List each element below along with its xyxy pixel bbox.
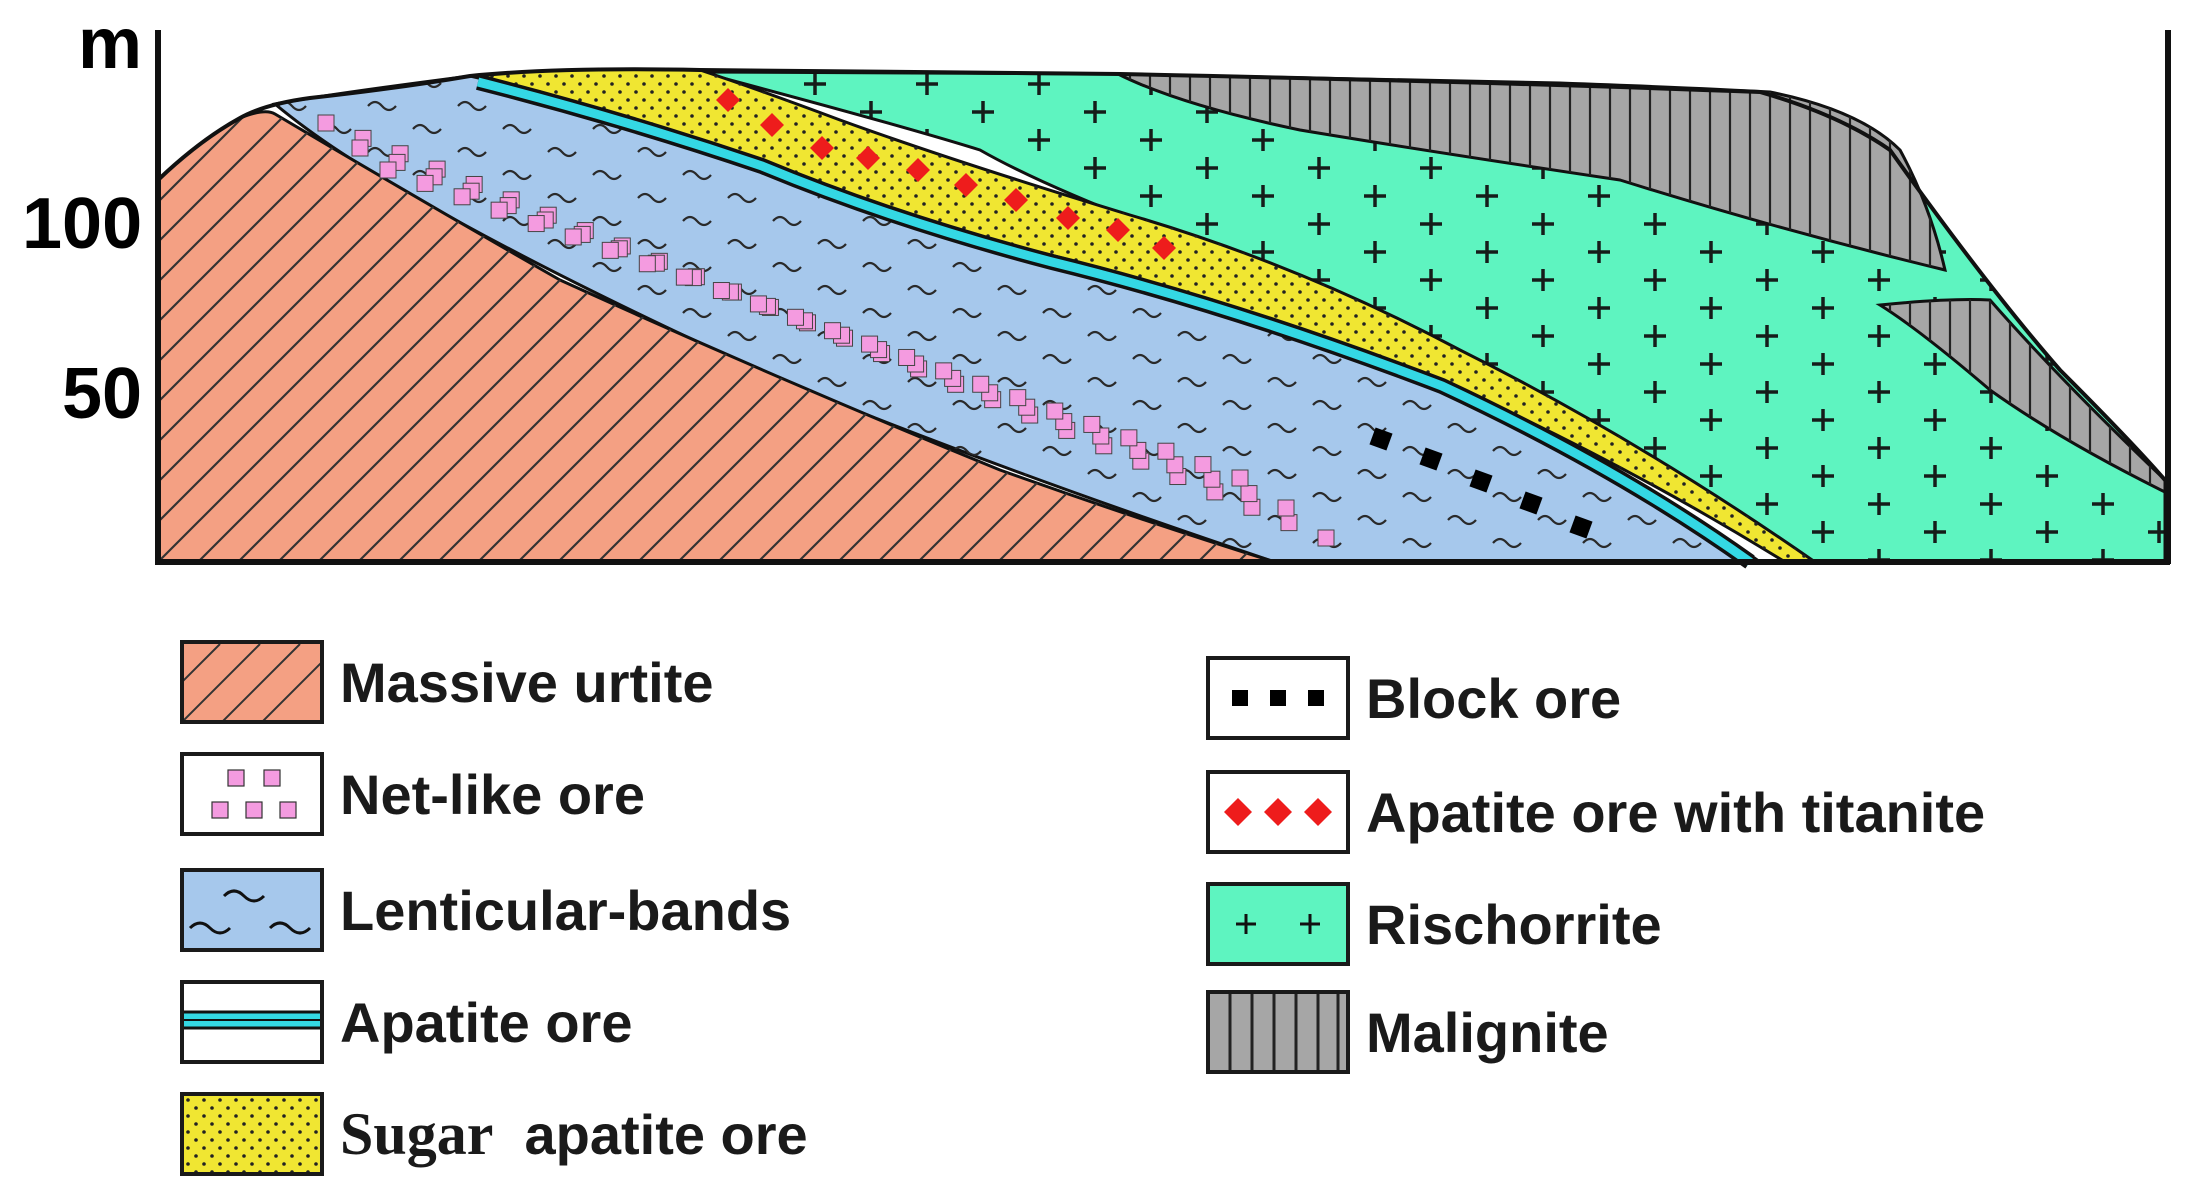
legend-label-sugar-rest: apatite ore — [524, 1102, 808, 1166]
net-like-ore-square — [1203, 470, 1221, 488]
block-ore-square — [1419, 447, 1443, 471]
net-like-ore-square — [416, 174, 434, 192]
net-like-ore-square — [898, 348, 916, 366]
titanite-diamond — [906, 158, 930, 182]
net-like-ore-square — [972, 375, 990, 393]
axis-tick-100: 100 — [22, 184, 143, 264]
malignite-lower-stripes — [1880, 299, 2165, 492]
plus-signs-swatch — [1206, 882, 1350, 966]
titanite-diamond — [760, 113, 784, 137]
legend-sugar-apatite-ore: Sugar apatite ore — [180, 1092, 808, 1176]
net-like-ore-square — [564, 228, 582, 246]
net-like-ore-square — [1046, 402, 1064, 420]
cyan-band-swatch — [180, 980, 324, 1064]
titanite-diamond — [856, 146, 880, 170]
net-like-ore-square — [453, 188, 471, 206]
block-ore-square — [1569, 515, 1593, 539]
titanite-diamond — [1004, 188, 1028, 212]
legend-malignite: Malignite — [1206, 990, 1609, 1074]
net-like-ore-square — [1277, 499, 1295, 517]
malignite-upper-stripes — [1118, 74, 1945, 270]
legend-label-lenticular-bands: Lenticular-bands — [340, 878, 792, 942]
geological-cross-section — [155, 30, 2171, 569]
net-like-ore-square — [379, 161, 397, 179]
net-like-ore-square — [712, 282, 730, 300]
dotted-yellow-swatch — [180, 1092, 324, 1176]
black-squares-swatch — [1206, 656, 1350, 740]
net-like-ore-square — [1317, 529, 1335, 547]
net-like-ore-square — [1157, 442, 1175, 460]
apatite-ore-band-fill — [476, 77, 1753, 566]
net-like-ore-square — [1280, 514, 1298, 532]
net-like-ore-square — [1240, 485, 1258, 503]
red-diamonds-swatch — [1206, 770, 1350, 854]
net-like-ore-square — [1166, 456, 1184, 474]
legend-label-sugar-word: Sugar — [340, 1100, 494, 1167]
net-like-ore-square — [601, 241, 619, 259]
net-like-ore-square — [1083, 415, 1101, 433]
net-like-ore-square — [1231, 469, 1249, 487]
legend-massive-urtite: Massive urtite — [180, 640, 714, 724]
topography-outline — [156, 67, 2167, 482]
net-like-ore-square — [1009, 389, 1027, 407]
net-like-ore-square — [317, 114, 335, 132]
legend-label-block-ore: Block ore — [1366, 666, 1622, 730]
wavy-lines-swatch — [180, 868, 324, 952]
net-like-ore-square — [824, 322, 842, 340]
titanite-diamond — [1106, 218, 1130, 242]
hatch-swatch — [180, 640, 324, 724]
legend-rischorrite: Rischorrite — [1206, 882, 1662, 966]
net-like-ore-square — [1194, 456, 1212, 474]
legend-label-apatite-ore: Apatite ore — [340, 990, 633, 1054]
legend-net-like-ore: Net-like ore — [180, 752, 645, 836]
legend-label-massive-urtite: Massive urtite — [340, 650, 714, 714]
titanite-diamonds — [716, 88, 1176, 260]
legend-label-net-like-ore: Net-like ore — [340, 762, 645, 826]
net-like-ore-square — [1129, 441, 1147, 459]
legend-label-malignite: Malignite — [1366, 1000, 1609, 1064]
pink-squares-swatch — [180, 752, 324, 836]
net-like-ore-squares — [317, 114, 1335, 547]
massive-urtite-hatch — [158, 111, 1275, 562]
block-ore-square — [1469, 469, 1493, 493]
legend-apatite-ore: Apatite ore — [180, 980, 633, 1064]
titanite-diamond — [954, 173, 978, 197]
net-like-ore-square — [786, 308, 804, 326]
titanite-diamond — [716, 88, 740, 112]
legend-label-apatite-ore-with-titanite: Apatite ore with titanite — [1366, 780, 1986, 844]
axis-unit-label: m — [78, 4, 143, 84]
legend-lenticular-bands: Lenticular-bands — [180, 868, 791, 952]
legend-label-rischorrite: Rischorrite — [1366, 892, 1662, 956]
net-like-ore-square — [675, 268, 693, 286]
net-like-ore-square — [861, 335, 879, 353]
legend-apatite-ore-with-titanite: Apatite ore with titanite — [1206, 770, 1985, 854]
legend-block-ore: Block ore — [1206, 656, 1621, 740]
net-like-ore-square — [351, 139, 369, 157]
block-ore-squares — [1369, 427, 1593, 539]
block-ore-square — [1369, 427, 1393, 451]
net-like-ore-square — [490, 201, 508, 219]
vertical-stripes-swatch — [1206, 990, 1350, 1074]
net-like-ore-square — [1120, 429, 1138, 447]
legend-label-sugar-apatite-ore: Sugar apatite ore — [340, 1100, 808, 1169]
titanite-diamond — [1152, 236, 1176, 260]
titanite-diamond — [810, 136, 834, 160]
block-ore-square — [1519, 491, 1543, 515]
titanite-diamond — [1056, 206, 1080, 230]
axis-tick-50: 50 — [62, 354, 143, 434]
net-like-ore-square — [749, 295, 767, 313]
net-like-ore-square — [527, 215, 545, 233]
net-like-ore-square — [935, 362, 953, 380]
net-like-ore-square — [638, 255, 656, 273]
